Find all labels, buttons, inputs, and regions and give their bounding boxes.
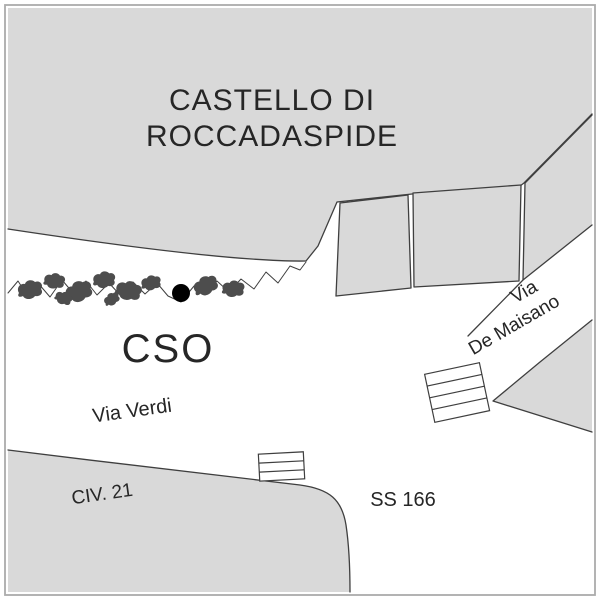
cso-marker-dot xyxy=(172,284,190,302)
tree-icon xyxy=(221,278,246,299)
ss-166-label: SS 166 xyxy=(370,489,436,511)
map-border-frame xyxy=(4,4,596,596)
southeast-area xyxy=(492,319,593,433)
cso-label: CSO xyxy=(122,327,215,371)
building-parcel-west xyxy=(335,194,412,297)
building-parcel-east xyxy=(412,184,522,288)
via-de-maisano-label: Via De Maisano xyxy=(465,276,563,360)
striped-bridge-symbol-large xyxy=(423,361,491,423)
tree-icon xyxy=(17,280,43,299)
castle-title-line1: CASTELLO DI xyxy=(169,84,375,117)
castle-title-line2: ROCCADASPIDE xyxy=(146,120,398,153)
tree-icon xyxy=(191,273,220,298)
tree-icon xyxy=(42,270,67,292)
castle-grounds-area xyxy=(7,8,593,262)
vegetation-trees xyxy=(17,270,246,309)
via-verdi-label: Via Verdi xyxy=(91,395,173,428)
striped-bridge-symbol-small xyxy=(257,451,306,482)
southwest-area xyxy=(7,449,351,593)
tree-icon xyxy=(141,275,161,291)
northeast-area xyxy=(467,114,593,337)
